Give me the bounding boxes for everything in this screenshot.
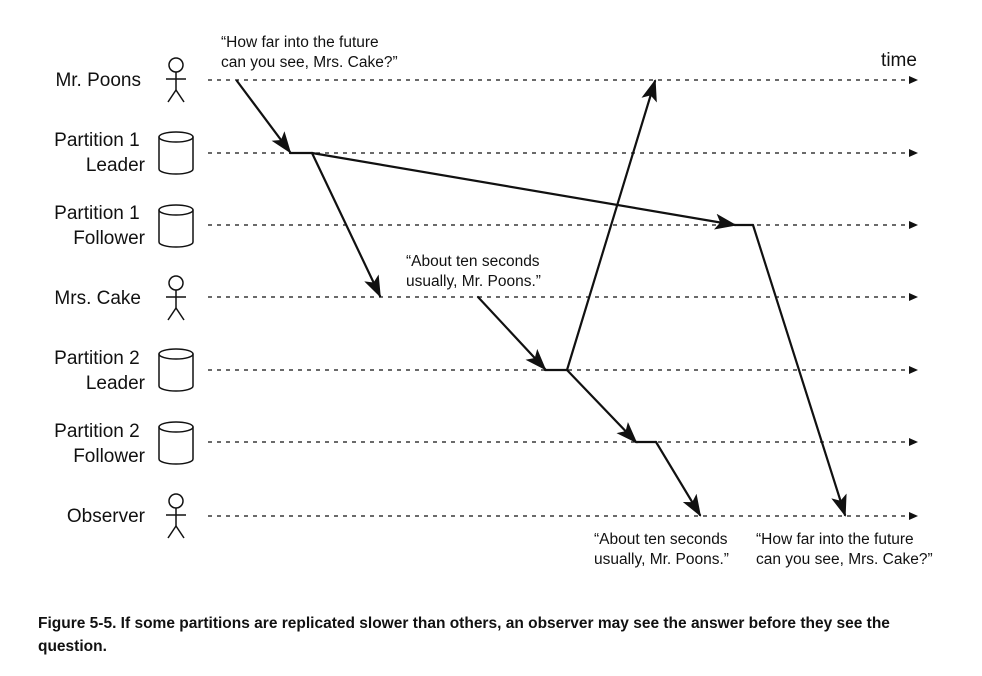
lane-label-line: Follower xyxy=(73,446,145,467)
p2-read-by-mr-poons-arrow xyxy=(565,79,657,372)
p2-replication-arrow xyxy=(565,368,638,444)
lane-label-line: Partition 1 xyxy=(54,203,140,224)
lane-mrs-cake: Mrs. Cake xyxy=(54,275,918,321)
lane-label-line: Mrs. Cake xyxy=(54,288,141,309)
lane-label-line: Mr. Poons xyxy=(55,70,141,91)
lane-mr-poons: Mr. Poons xyxy=(55,57,918,103)
database-icon xyxy=(158,204,194,248)
person-icon xyxy=(166,57,186,103)
answer-write-arrow xyxy=(476,295,547,371)
question-sent-note: “How far into the future can you see, Mr… xyxy=(221,34,398,71)
database-icon xyxy=(158,348,194,392)
lane-label-line: Partition 2 xyxy=(54,421,140,442)
messages xyxy=(235,79,847,517)
lane-label: Mrs. Cake xyxy=(54,288,141,309)
lane-label: Mr. Poons xyxy=(55,70,141,91)
note-line: “How far into the future xyxy=(221,34,379,51)
lane-label-line: Partition 1 xyxy=(54,130,140,151)
lane-label-line: Follower xyxy=(73,228,145,249)
time-axis-label: time xyxy=(881,50,917,71)
note-line: usually, Mr. Poons.” xyxy=(594,551,729,568)
note-line: “About ten seconds xyxy=(406,253,540,270)
lane-label: Partition 1 Leader xyxy=(54,130,145,176)
note-line: usually, Mr. Poons.” xyxy=(406,273,541,290)
lane-partition-1-follower: Partition 1 Follower xyxy=(54,203,918,249)
question-observed-note: “How far into the future can you see, Mr… xyxy=(756,531,933,568)
lane-label: Partition 2 Leader xyxy=(54,348,145,394)
note-line: can you see, Mrs. Cake?” xyxy=(756,551,933,568)
lane-label: Partition 1 Follower xyxy=(54,203,145,249)
lane-label: Partition 2 Follower xyxy=(54,421,145,467)
lanes: Mr. Poons Partition 1 Leader xyxy=(54,57,918,539)
lane-partition-2-leader: Partition 2 Leader xyxy=(54,348,918,394)
lane-label-line: Observer xyxy=(67,506,146,527)
lane-partition-2-follower: Partition 2 Follower xyxy=(54,421,918,467)
answer-observed-note: “About ten seconds usually, Mr. Poons.” xyxy=(594,531,732,568)
lane-partition-1-leader: Partition 1 Leader xyxy=(54,130,918,176)
note-line: “How far into the future xyxy=(756,531,914,548)
lane-label-line: Partition 2 xyxy=(54,348,140,369)
lane-label-line: Leader xyxy=(86,373,146,394)
person-icon xyxy=(166,493,186,539)
question-write-arrow xyxy=(235,79,292,154)
observer-reads-answer-arrow xyxy=(654,440,702,517)
p1-read-by-mrs-cake-arrow xyxy=(310,151,382,298)
p1-replication-arrow xyxy=(310,151,737,230)
lane-observer: Observer xyxy=(67,493,918,539)
observer-reads-question-arrow xyxy=(751,223,847,517)
note-line: can you see, Mrs. Cake?” xyxy=(221,54,398,71)
note-line: “About ten seconds xyxy=(594,531,728,548)
lane-label: Observer xyxy=(67,506,146,527)
lane-label-line: Leader xyxy=(86,155,146,176)
person-icon xyxy=(166,275,186,321)
database-icon xyxy=(158,131,194,175)
figure-caption: Figure 5-5. If some partitions are repli… xyxy=(38,615,890,655)
answer-sent-note: “About ten seconds usually, Mr. Poons.” xyxy=(406,253,544,290)
database-icon xyxy=(158,421,194,465)
